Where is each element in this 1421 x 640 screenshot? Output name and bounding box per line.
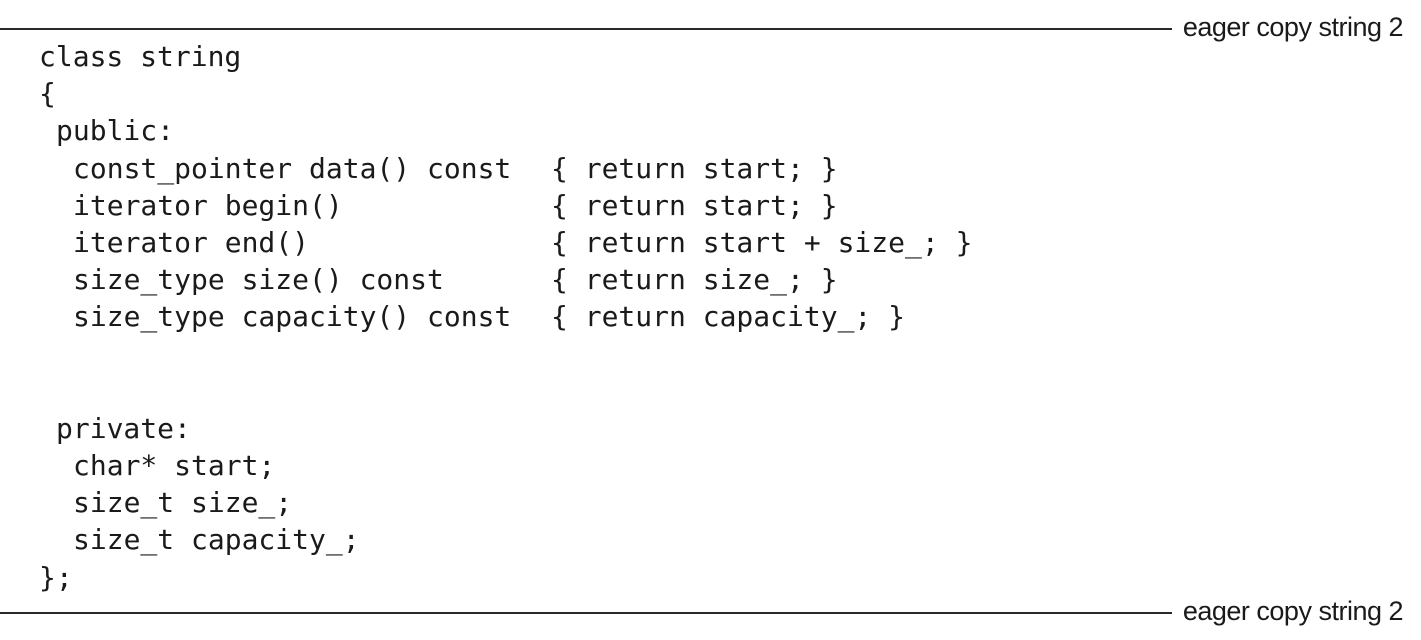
public-label: public:: [56, 114, 175, 148]
field-line: size_t capacity_;: [73, 523, 360, 557]
member-line: iterator begin() { return start; }: [39, 187, 972, 224]
member-body: { return start; }: [551, 188, 838, 222]
member-body: { return start + size_; }: [551, 225, 973, 259]
listing-label-top: eager copy string 2: [1182, 12, 1404, 42]
open-brace: {: [39, 77, 56, 111]
member-body: { return size_; }: [551, 263, 838, 297]
member-declaration: size_type size() const: [73, 263, 444, 297]
member-declaration: iterator end(): [73, 225, 310, 259]
member-body: { return capacity_; }: [551, 300, 906, 334]
class-header: class string: [39, 40, 242, 73]
bottom-rule: [0, 612, 1172, 614]
member-declaration: iterator begin(): [73, 188, 343, 222]
member-body: { return start; }: [551, 151, 838, 185]
member-line: size_type size() const { return size_; }: [39, 261, 972, 298]
field-line: size_t size_;: [73, 486, 293, 520]
top-rule: [0, 28, 1172, 30]
blank-gap: [39, 336, 972, 410]
listing-label-bottom: eager copy string 2: [1182, 596, 1404, 626]
field-line: char* start;: [73, 449, 276, 483]
member-declaration: const_pointer data() const: [73, 151, 512, 185]
close-brace: };: [39, 560, 73, 594]
member-line: const_pointer data() const { return start…: [39, 150, 972, 187]
member-line: iterator end() { return start + size_; }: [39, 224, 972, 261]
code-listing: class string { public: const_pointer dat…: [39, 38, 972, 596]
member-declaration: size_type capacity() const: [73, 300, 512, 334]
member-line: size_type capacity() const { return capac…: [39, 298, 972, 335]
private-label: private:: [56, 411, 191, 445]
